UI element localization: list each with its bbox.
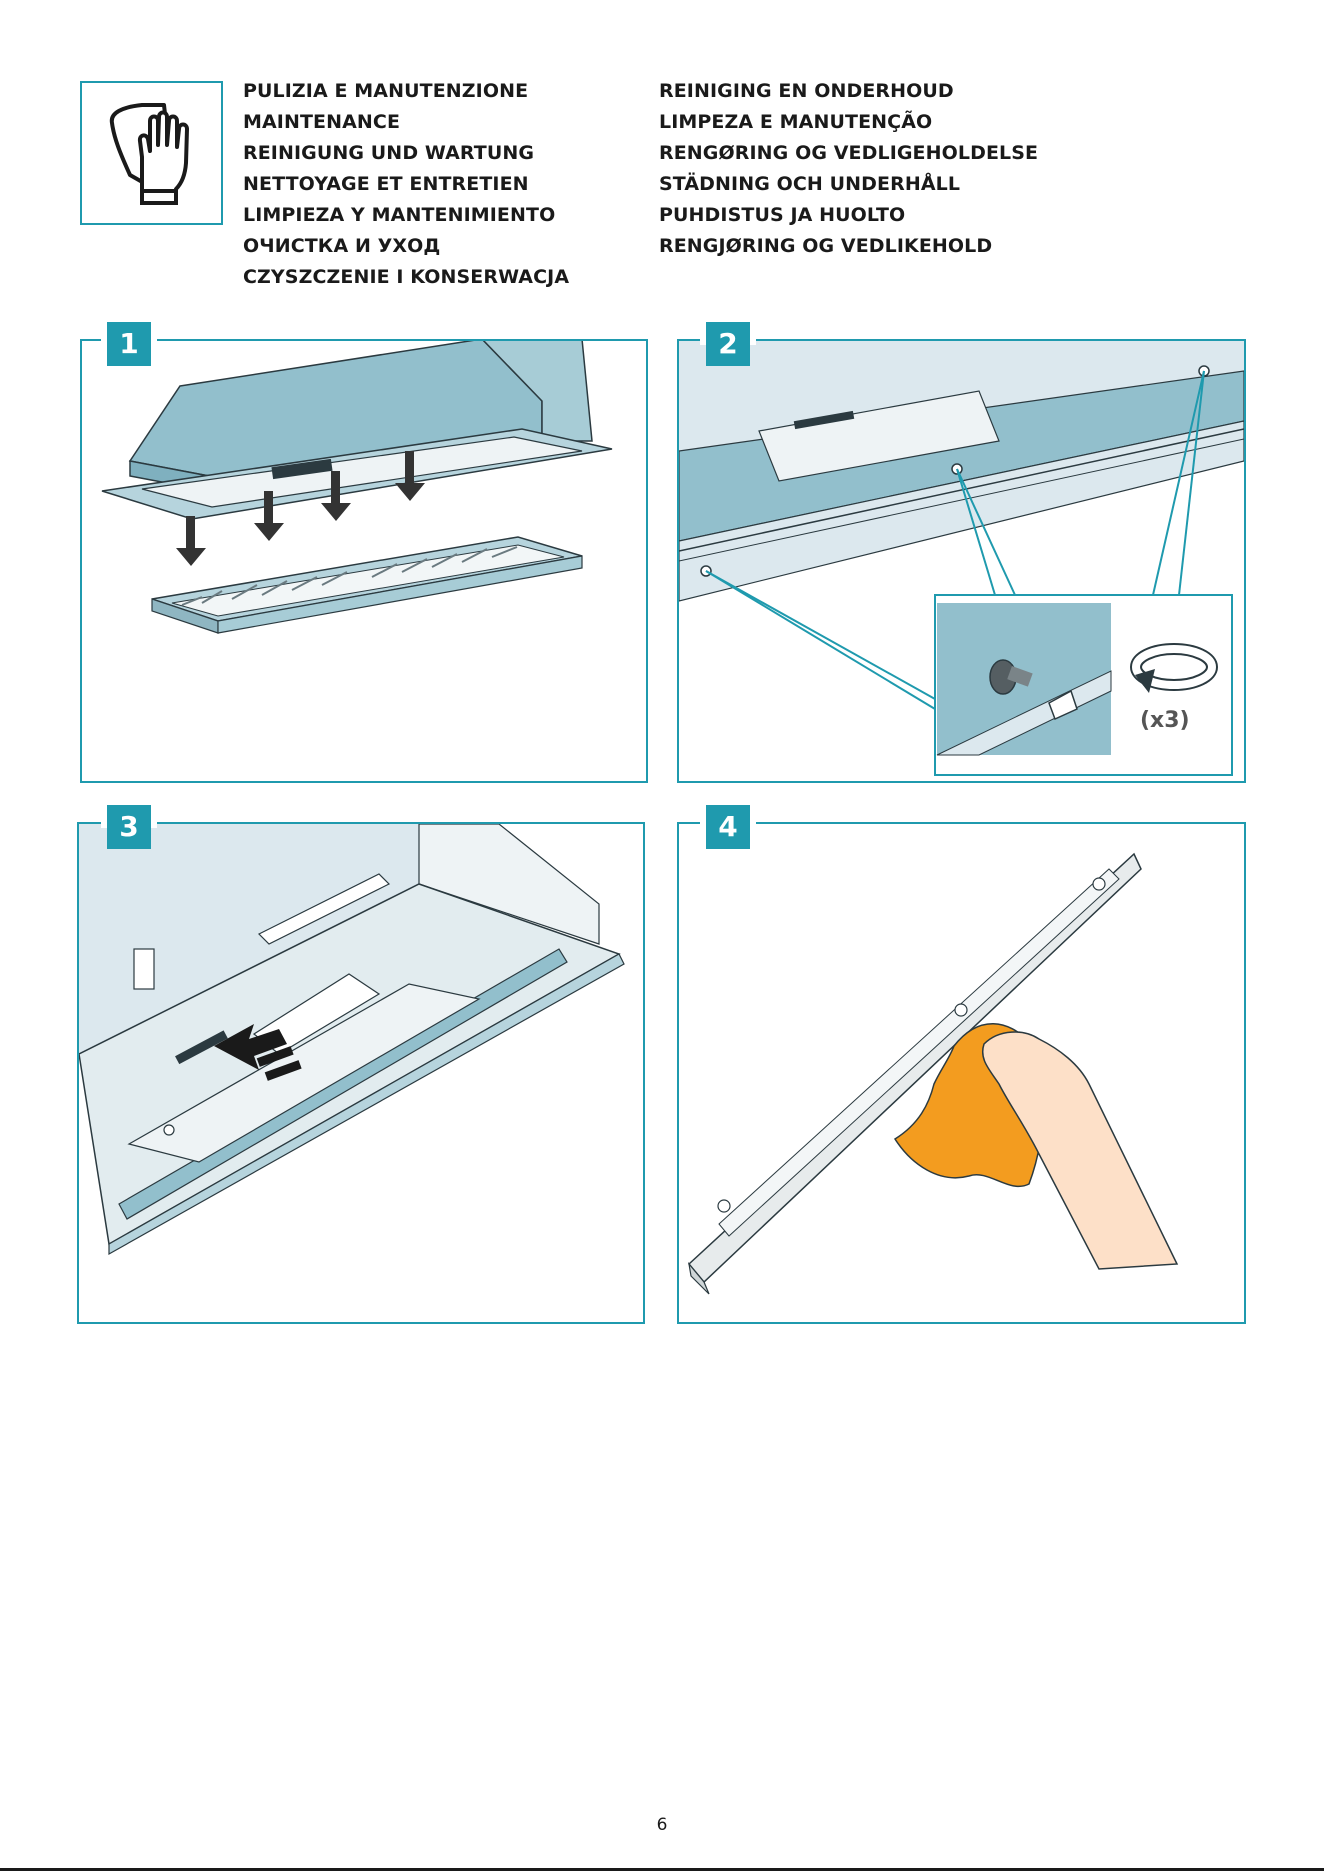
- section-title: NETTOYAGE ET ENTRETIEN: [243, 173, 529, 195]
- page-number: 6: [656, 1815, 668, 1835]
- section-title: PULIZIA E MANUTENZIONE: [243, 80, 529, 102]
- section-title: STÄDNING OCH UNDERHÅLL: [659, 173, 961, 195]
- wipe-panel-with-cloth-illustration: [687, 852, 1179, 1295]
- step-3-panel: [77, 822, 645, 1324]
- step-1-panel: [80, 339, 648, 783]
- unscrew-knobs-illustration: [679, 341, 1244, 776]
- bottom-rule: [0, 1868, 1324, 1871]
- titles-right-column: REINIGING EN ONDERHOUD LIMPEZA E MANUTEN…: [659, 76, 1038, 262]
- section-title: MAINTENANCE: [243, 111, 401, 133]
- repeat-count-label: (x3): [1140, 708, 1190, 733]
- section-title: RENGJØRING OG VEDLIKEHOLD: [659, 235, 993, 257]
- arrow-down-icon: [176, 451, 425, 566]
- section-title: RENGØRING OG VEDLIGEHOLDELSE: [659, 142, 1039, 164]
- section-title: LIMPIEZA Y MANTENIMIENTO: [243, 204, 556, 226]
- section-title: REINIGING EN ONDERHOUD: [659, 80, 954, 102]
- slide-out-panel-illustration: [79, 824, 625, 1256]
- step-number-badge: 4: [706, 805, 750, 849]
- rotate-arrow-icon: [1130, 643, 1218, 693]
- hand-icon: [982, 1031, 1179, 1270]
- step-4-panel: [677, 822, 1246, 1324]
- maintenance-icon-box: [80, 81, 223, 225]
- step-number-badge: 3: [107, 805, 151, 849]
- hand-with-cloth-icon: [109, 103, 189, 205]
- titles-left-column: PULIZIA E MANUTENZIONE MAINTENANCE REINI…: [243, 76, 569, 293]
- remove-grease-filters-illustration: [101, 341, 613, 634]
- step-number-badge: 2: [706, 322, 750, 366]
- section-title: PUHDISTUS JA HUOLTO: [659, 204, 906, 226]
- section-title: REINIGUNG UND WARTUNG: [243, 142, 535, 164]
- section-title: CZYSZCZENIE I KONSERWACJA: [243, 266, 570, 288]
- step-number-badge: 1: [107, 322, 151, 366]
- section-title: ОЧИСТКА И УХОД: [243, 235, 441, 257]
- arrow-left-icon: [214, 1024, 302, 1081]
- step-2-panel: (x3): [677, 339, 1246, 783]
- section-title: LIMPEZA E MANUTENÇÃO: [659, 111, 933, 133]
